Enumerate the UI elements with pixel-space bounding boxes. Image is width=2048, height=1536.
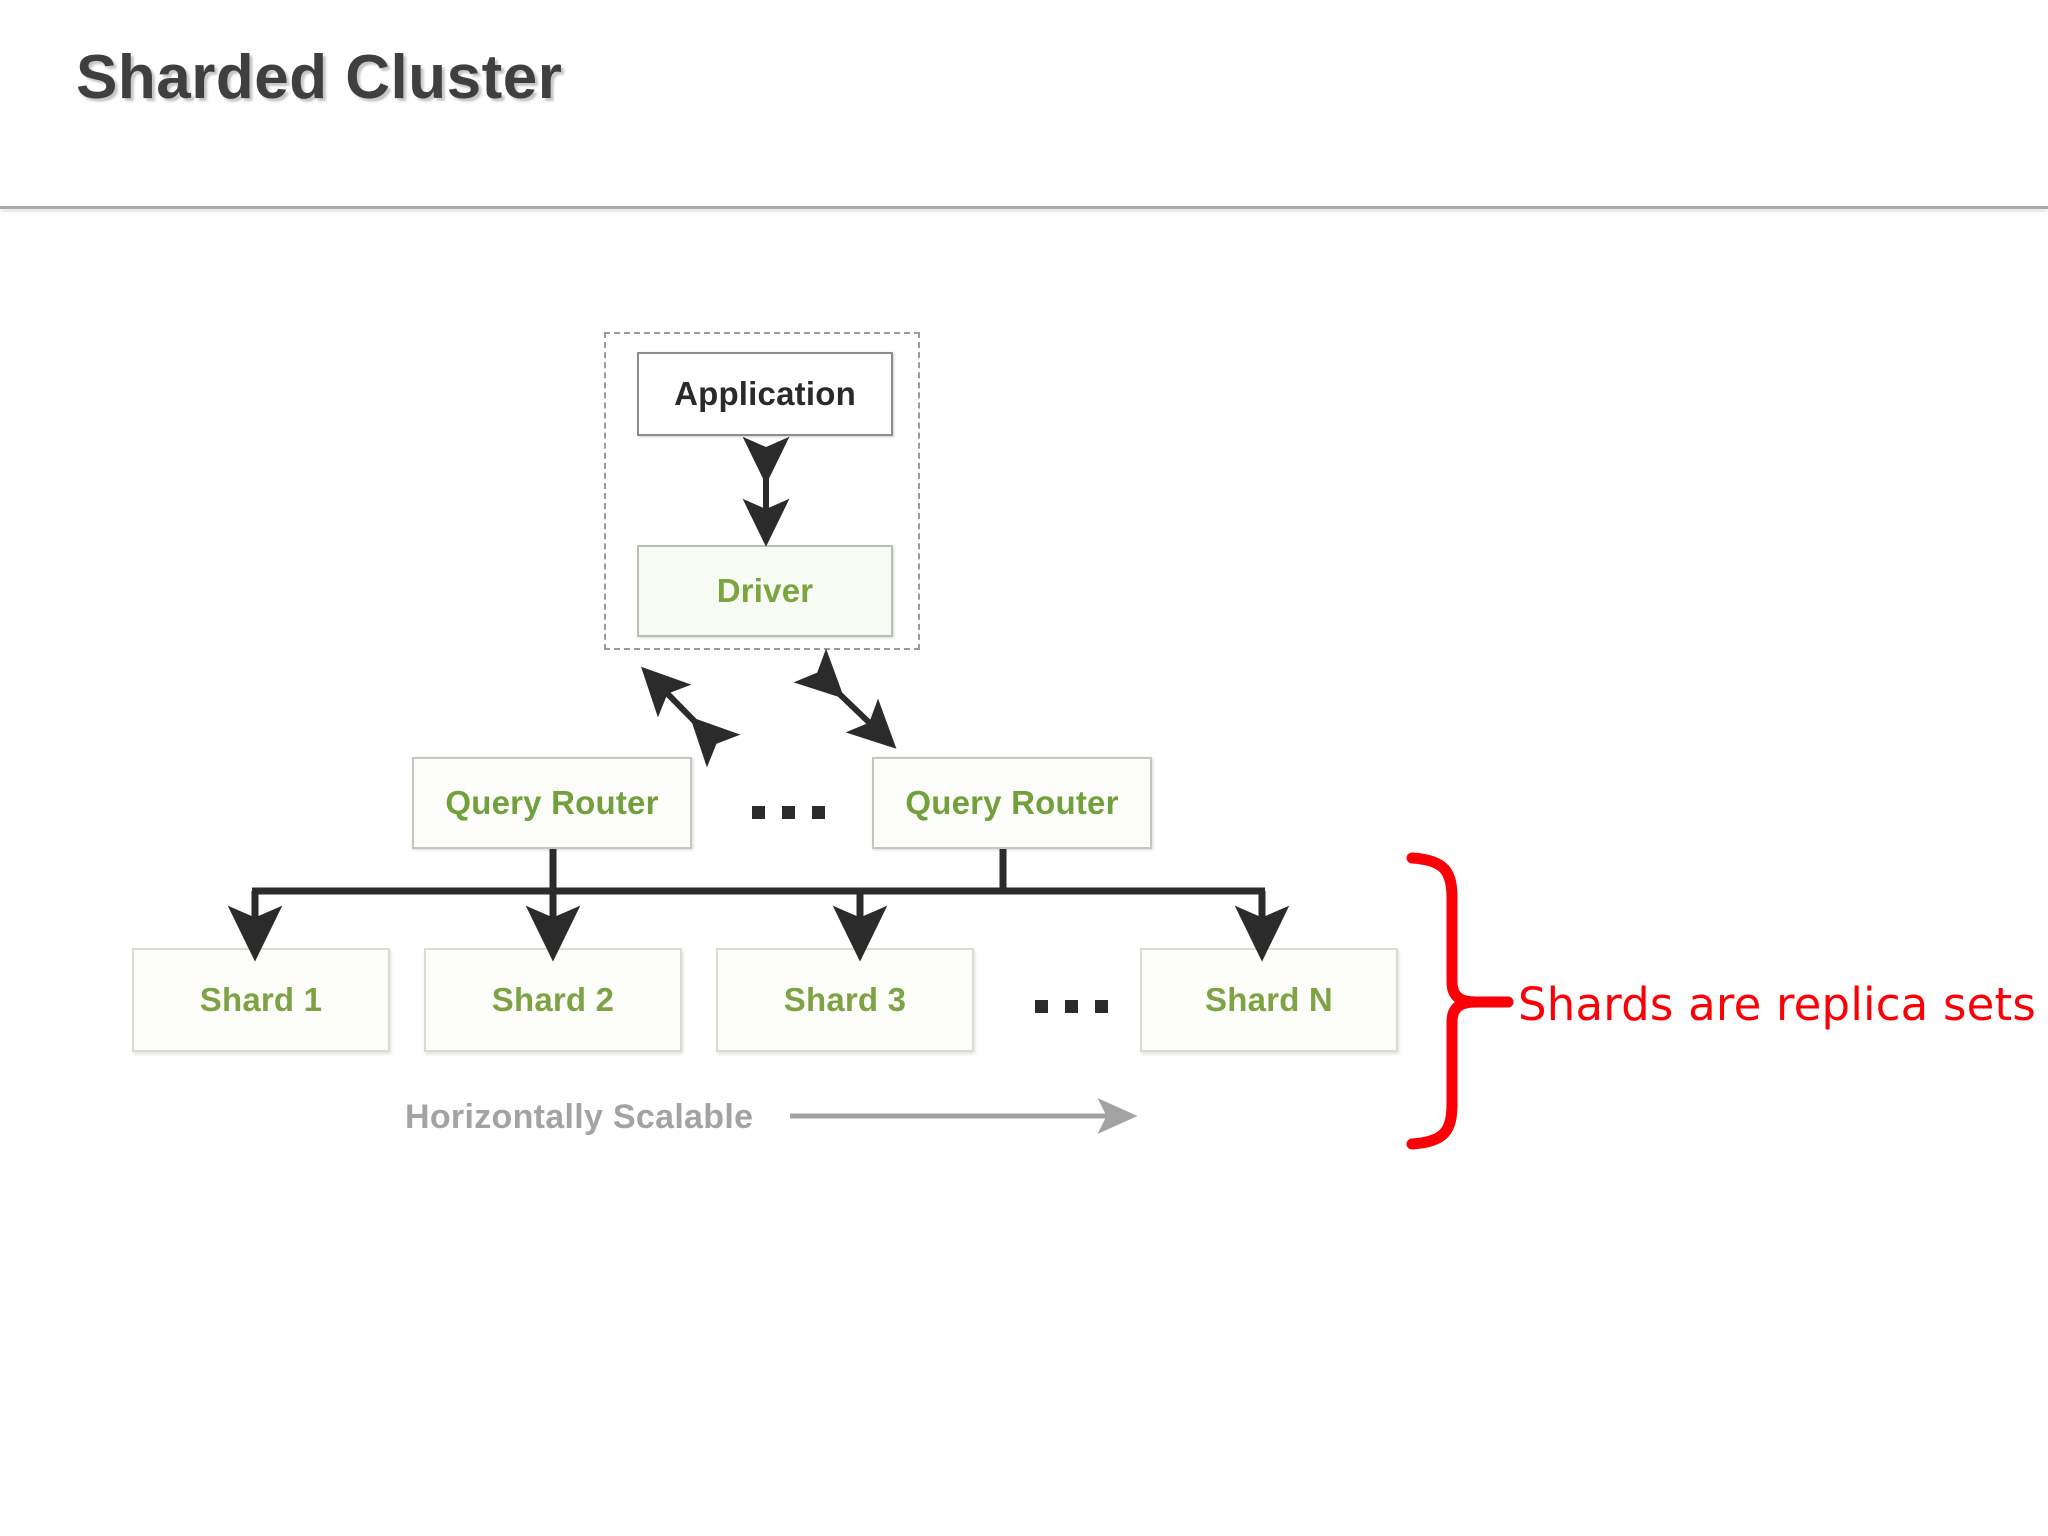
node-query-router-2[interactable]: Query Router [872, 757, 1152, 849]
node-shard-2[interactable]: Shard 2 [424, 948, 682, 1052]
dot-icon [782, 806, 795, 819]
node-shard-1[interactable]: Shard 1 [132, 948, 390, 1052]
node-driver[interactable]: Driver [637, 545, 893, 637]
dot-icon [1035, 1000, 1048, 1013]
node-shard-n[interactable]: Shard N [1140, 948, 1398, 1052]
page-title: Sharded Cluster [76, 43, 563, 112]
dot-icon [752, 806, 765, 819]
dot-icon [1065, 1000, 1078, 1013]
bus-shard-arrows [227, 891, 1290, 962]
node-query-router-1[interactable]: Query Router [412, 757, 692, 849]
horizontally-scalable-label: Horizontally Scalable [405, 1098, 754, 1136]
dot-icon [812, 806, 825, 819]
replica-set-annotation: Shards are replica sets [1518, 978, 2036, 1031]
router-ellipsis-icon [752, 806, 825, 819]
replica-set-brace-icon [1406, 852, 1514, 1150]
arrow-driver-router-2 [793, 648, 897, 749]
dot-icon [1095, 1000, 1108, 1013]
arrow-driver-router-1 [641, 666, 741, 768]
title-divider [0, 206, 2048, 209]
shard-ellipsis-icon [1035, 1000, 1108, 1013]
node-application[interactable]: Application [637, 352, 893, 436]
node-shard-3[interactable]: Shard 3 [716, 948, 974, 1052]
application-group-container [604, 332, 920, 650]
router-bus-connectors [252, 849, 1265, 895]
